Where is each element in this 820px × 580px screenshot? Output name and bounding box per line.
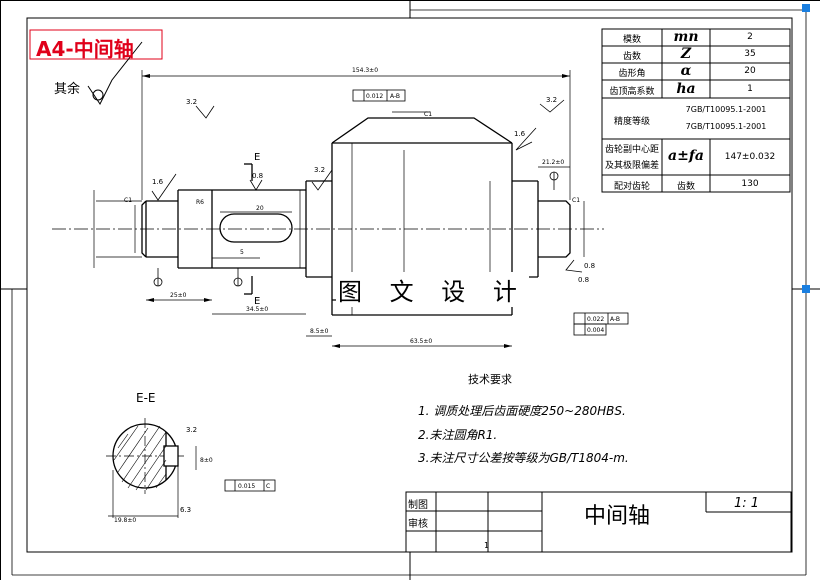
dim-length-a: 25±0 bbox=[170, 292, 187, 299]
param-value: 20 bbox=[744, 66, 756, 76]
param-label: 齿数 bbox=[622, 52, 641, 62]
section-cut-marks bbox=[244, 163, 253, 295]
dim-chamfer-2: C1 bbox=[572, 197, 580, 204]
dim-overall-length: 154.3±0 bbox=[352, 67, 378, 74]
param-value: 35 bbox=[744, 49, 756, 59]
section-cut-letter-top: E bbox=[254, 152, 260, 163]
param-label: 齿顶高系数 bbox=[609, 87, 655, 97]
param-value: 147±0.032 bbox=[724, 152, 776, 162]
dim-section-depth: 8±0 bbox=[200, 457, 213, 464]
technical-requirement-item: 2.未注圆角R1. bbox=[418, 428, 498, 442]
roughness-symbol-rest bbox=[87, 41, 143, 105]
roughness-texts: 3.2 1.6 0.8 3.2 0.8 1.6 3.2 0.8 6.3 3.2 bbox=[152, 96, 595, 514]
param-symbol: ha bbox=[676, 81, 696, 97]
title-block bbox=[405, 491, 792, 553]
runout-bottom-value: 0.022 bbox=[587, 316, 604, 323]
dimension-arrows bbox=[142, 74, 570, 348]
roughness-value: 0.8 bbox=[584, 262, 595, 270]
param-value: 2 bbox=[747, 32, 753, 42]
roughness-symbols bbox=[151, 99, 583, 273]
param-symbol: 齿数 bbox=[676, 182, 695, 192]
resize-handle-top[interactable] bbox=[802, 4, 810, 12]
param-label: 精度等级 bbox=[613, 117, 650, 127]
cylindricity-value: 0.004 bbox=[587, 327, 604, 334]
param-value: 130 bbox=[741, 179, 759, 189]
dim-keyway-offset: 5 bbox=[240, 249, 244, 256]
symmetry-datum: C bbox=[266, 483, 270, 490]
gear-parameter-table bbox=[601, 28, 791, 193]
roughness-value: 3.2 bbox=[186, 426, 197, 434]
section-letters: E E bbox=[254, 152, 260, 307]
param-label: 齿形角 bbox=[618, 69, 646, 79]
roughness-value: 3.2 bbox=[314, 166, 325, 174]
page-number: 1 bbox=[484, 541, 489, 550]
gdt-frames bbox=[153, 89, 629, 492]
section-view bbox=[106, 418, 197, 518]
param-symbol: a±fa bbox=[668, 148, 704, 164]
roughness-value: 1.6 bbox=[152, 178, 164, 186]
studio-label: 图 文 设 计 bbox=[336, 272, 529, 307]
symmetry-value: 0.015 bbox=[238, 483, 255, 490]
dim-length-b: 34.5±0 bbox=[246, 306, 268, 313]
roughness-value: 6.3 bbox=[180, 506, 191, 514]
rest-roughness-label: 其余 bbox=[54, 82, 81, 97]
runout-bottom-datum: A-B bbox=[610, 316, 620, 323]
roughness-value: 3.2 bbox=[186, 98, 197, 106]
sheet-label-box bbox=[29, 29, 163, 60]
param-label: 模数 bbox=[622, 35, 641, 45]
dimension-texts: 154.3±0 20 5 25±0 34.5±0 8.5±0 63.5±0 21… bbox=[114, 67, 580, 524]
dim-keyway-radius: R6 bbox=[196, 199, 204, 206]
resize-handle[interactable] bbox=[802, 285, 810, 293]
dim-length-e: 21.2±0 bbox=[542, 159, 564, 166]
dim-keyway-length: 20 bbox=[256, 205, 264, 212]
dim-length-d: 63.5±0 bbox=[410, 338, 432, 345]
drawn-by-label: 制图 bbox=[408, 500, 428, 511]
param-symbol: α bbox=[680, 63, 692, 79]
gdt-texts: 0.012 A-B 0.022 A-B 0.004 0.015 C bbox=[238, 93, 620, 490]
param-label: 配对齿轮 bbox=[613, 182, 650, 192]
roughness-value: 0.8 bbox=[578, 276, 589, 284]
dimension-lines bbox=[93, 70, 585, 347]
param-value: 1 bbox=[747, 84, 753, 94]
section-hatch bbox=[113, 425, 167, 491]
roughness-value: 0.8 bbox=[252, 172, 263, 180]
runout-top-datum: A-B bbox=[390, 93, 400, 100]
runout-top-value: 0.012 bbox=[366, 93, 383, 100]
param-symbol: mn bbox=[673, 29, 699, 45]
param-symbol: Z bbox=[680, 46, 692, 62]
technical-requirement-item: 3.未注尺寸公差按等级为GB/T1804-m. bbox=[418, 451, 629, 465]
roughness-value: 1.6 bbox=[514, 130, 526, 138]
sheet-label: A4-中间轴 bbox=[36, 37, 134, 61]
roughness-value: 3.2 bbox=[546, 96, 557, 104]
technical-requirement-item: 1. 调质处理后齿面硬度250~280HBS. bbox=[418, 404, 626, 418]
dim-chamfer-1: C1 bbox=[124, 197, 132, 204]
gear-tip-label: C1 bbox=[424, 111, 432, 118]
technical-requirements-title: 技术要求 bbox=[468, 373, 512, 386]
dim-length-c: 8.5±0 bbox=[310, 328, 329, 335]
section-cut-letter-bottom: E bbox=[254, 296, 260, 307]
part-name: 中间轴 bbox=[584, 504, 651, 529]
param-label: 齿轮副中心距及其极限偏差 bbox=[604, 145, 659, 171]
section-view-label: E-E bbox=[136, 391, 156, 405]
scale-value: 1: 1 bbox=[734, 496, 760, 511]
checked-by-label: 审核 bbox=[408, 519, 428, 530]
dim-section-diameter: 19.8±0 bbox=[114, 517, 136, 524]
param-value: 7GB/T10095.1-2001 7GB/T10095.1-2001 bbox=[685, 105, 767, 131]
